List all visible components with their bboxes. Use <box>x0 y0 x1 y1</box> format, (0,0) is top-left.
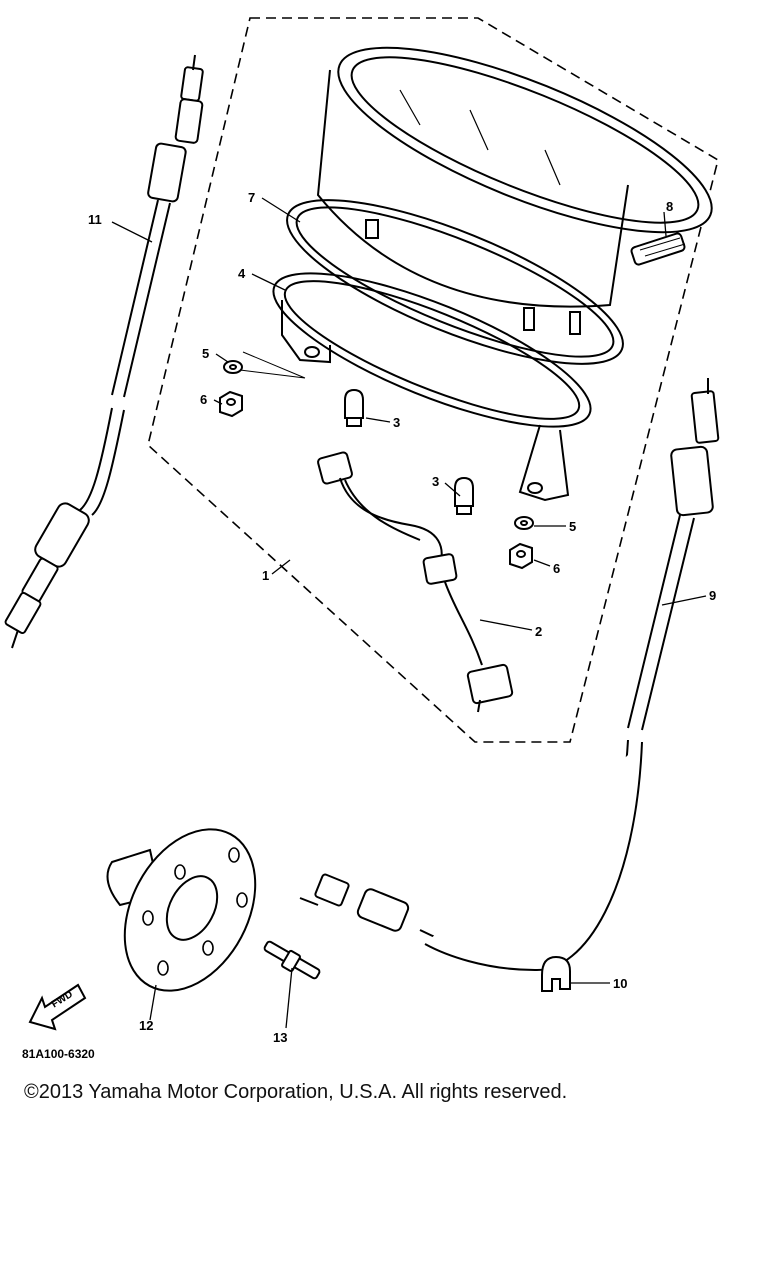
reset-knob <box>630 232 686 266</box>
assembly-boundary <box>147 17 719 743</box>
callout-6a: 6 <box>200 392 207 407</box>
callout-7: 7 <box>248 190 255 205</box>
callout-13: 13 <box>273 1030 287 1045</box>
mounting-studs <box>365 219 581 335</box>
wire-harness <box>317 451 514 713</box>
callout-5a: 5 <box>202 346 209 361</box>
meter-housing <box>316 46 713 308</box>
parts-diagram: FWD 11 7 4 5 6 3 3 1 2 5 6 8 9 10 12 <box>4 17 720 1060</box>
speedometer-cable-left <box>4 54 204 649</box>
washers-nuts <box>219 351 534 570</box>
callout-6b: 6 <box>553 561 560 576</box>
speedometer-cable-right <box>299 378 720 972</box>
callout-11: 11 <box>88 212 102 227</box>
drawing-code: 81A100-6320 <box>22 1047 95 1060</box>
bulbs <box>344 388 474 515</box>
part-callouts: 11 7 4 5 6 3 3 1 2 5 6 8 9 10 12 13 <box>88 190 716 1045</box>
callout-10: 10 <box>613 976 627 991</box>
callout-3b: 3 <box>432 474 439 489</box>
fwd-arrow: FWD <box>28 983 87 1031</box>
drive-gear <box>263 940 321 980</box>
callout-1: 1 <box>262 568 269 583</box>
meter-bracket <box>272 272 592 502</box>
callout-9: 9 <box>709 588 716 603</box>
callout-4: 4 <box>238 266 246 281</box>
copyright-notice: ©2013 Yamaha Motor Corporation, U.S.A. A… <box>24 1081 568 1103</box>
callout-5b: 5 <box>569 519 576 534</box>
callout-3a: 3 <box>393 415 400 430</box>
cable-clamp <box>541 955 571 992</box>
leader-lines <box>111 197 707 1029</box>
callout-8: 8 <box>666 199 673 214</box>
callout-12: 12 <box>139 1018 153 1033</box>
callout-2: 2 <box>535 624 542 639</box>
speedometer-gear-unit <box>106 828 257 992</box>
